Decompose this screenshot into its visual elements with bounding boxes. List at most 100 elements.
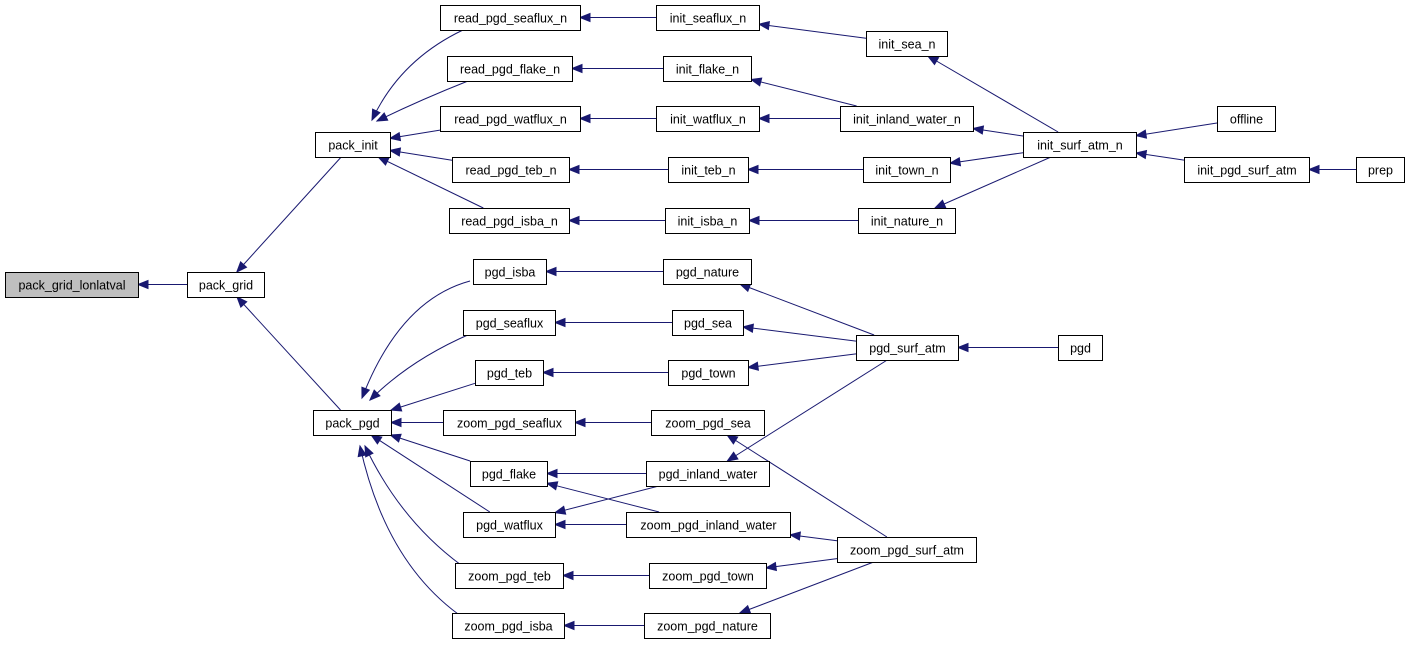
node-init-surf-atm-n[interactable]: init_surf_atm_n [1023,132,1137,158]
node-pack-init[interactable]: pack_init [315,132,391,158]
node-init-flake-n[interactable]: init_flake_n [663,56,752,82]
node-init-sea-n[interactable]: init_sea_n [866,31,948,57]
node-init-teb-n[interactable]: init_teb_n [668,157,749,183]
edge-pgd-isba-to-pack-pgd [361,280,471,400]
node-init-nature-n[interactable]: init_nature_n [858,208,956,234]
edge-read-pgd-seaflux-n-to-pack-init [371,29,464,122]
node-label: read_pgd_teb_n [465,164,556,178]
node-pgd-flake[interactable]: pgd_flake [470,461,548,487]
node-pgd-town[interactable]: pgd_town [668,360,749,386]
node-pgd-sea[interactable]: pgd_sea [672,310,744,336]
node-pgd-surf-atm[interactable]: pgd_surf_atm [856,335,959,361]
edge-pgd-flake-to-pack-pgd [389,433,471,462]
node-init-watflux-n[interactable]: init_watflux_n [656,106,760,132]
node-init-town-n[interactable]: init_town_n [863,157,951,183]
node-label: pgd_watflux [476,519,543,533]
edge-zoom-pgd-surf-atm-to-zoom-pgd-inland-water [788,531,838,542]
edge-pack-init-to-pack-grid [235,156,342,273]
edge-init-surf-atm-n-to-init-town-n [948,152,1024,167]
node-pgd-nature[interactable]: pgd_nature [663,259,752,285]
node-label: init_isba_n [678,215,738,229]
node-label: zoom_pgd_sea [665,417,751,431]
edge-pgd-watflux-to-pack-pgd [370,434,491,513]
edge-init-inland-water-n-to-init-flake-n [749,77,857,107]
edge-init-teb-n-to-read-pgd-teb-n [567,164,668,175]
node-pack-pgd[interactable]: pack_pgd [313,410,392,436]
node-label: zoom_pgd_town [662,570,754,584]
edge-init-sea-n-to-init-seaflux-n [757,20,867,39]
edge-zoom-pgd-teb-to-pack-pgd [364,444,462,566]
node-pgd-isba[interactable]: pgd_isba [473,259,547,285]
node-label: read_pgd_watflux_n [454,113,567,127]
edge-pgd-inland-water-to-pgd-watflux [553,485,659,515]
edge-init-nature-n-to-init-isba-n [747,215,858,226]
edge-pgd-nature-to-pgd-isba [544,266,663,277]
edge-zoom-pgd-surf-atm-to-zoom-pgd-nature [738,561,874,614]
node-offline[interactable]: offline [1217,106,1276,132]
edge-pgd-seaflux-to-pack-pgd [369,333,471,401]
edge-zoom-pgd-inland-water-to-pgd-watflux [553,519,626,530]
edge-init-surf-atm-n-to-init-inland-water-n [971,125,1024,137]
node-label: read_pgd_isba_n [461,215,558,229]
edge-init-flake-n-to-read-pgd-flake-n [570,63,663,74]
node-read-pgd-teb-n[interactable]: read_pgd_teb_n [452,157,570,183]
node-read-pgd-watflux-n[interactable]: read_pgd_watflux_n [440,106,581,132]
node-label: zoom_pgd_inland_water [640,519,776,533]
edge-pgd-surf-atm-to-pgd-inland-water [726,359,888,462]
node-label: pack_grid_lonlatval [18,279,125,293]
node-label: init_watflux_n [670,113,746,127]
node-init-isba-n[interactable]: init_isba_n [665,208,750,234]
node-pgd-watflux[interactable]: pgd_watflux [463,512,556,538]
node-label: pgd_town [681,367,735,381]
edge-init-pgd-surf-atm-to-init-surf-atm-n [1134,149,1185,161]
node-label: pgd_isba [485,266,536,280]
node-zoom-pgd-isba[interactable]: zoom_pgd_isba [452,613,565,639]
node-label: init_pgd_surf_atm [1197,164,1296,178]
node-zoom-pgd-surf-atm[interactable]: zoom_pgd_surf_atm [837,537,977,563]
edge-init-isba-n-to-read-pgd-isba-n [567,215,665,226]
node-prep[interactable]: prep [1356,157,1405,183]
node-label: pack_grid [199,279,253,293]
node-init-seaflux-n[interactable]: init_seaflux_n [656,5,760,31]
edge-init-inland-water-n-to-init-watflux-n [757,113,840,124]
node-label: read_pgd_flake_n [460,63,560,77]
edge-pgd-town-to-pgd-teb [541,367,668,378]
node-pgd-seaflux[interactable]: pgd_seaflux [463,310,556,336]
node-zoom-pgd-town[interactable]: zoom_pgd_town [649,563,767,589]
node-label: pgd_teb [487,367,532,381]
node-zoom-pgd-sea[interactable]: zoom_pgd_sea [651,410,765,436]
edge-zoom-pgd-sea-to-zoom-pgd-seaflux [573,417,651,428]
edge-init-watflux-n-to-read-pgd-watflux-n [578,113,656,124]
node-label: init_town_n [875,164,938,178]
edge-read-pgd-flake-n-to-pack-init [375,80,469,122]
edge-pgd-inland-water-to-pgd-flake [545,468,646,479]
node-pgd-inland-water[interactable]: pgd_inland_water [646,461,770,487]
node-label: zoom_pgd_seaflux [457,417,563,431]
node-pgd[interactable]: pgd [1058,335,1103,361]
node-init-pgd-surf-atm[interactable]: init_pgd_surf_atm [1184,157,1310,183]
node-read-pgd-isba-n[interactable]: read_pgd_isba_n [449,208,570,234]
edge-zoom-pgd-surf-atm-to-zoom-pgd-town [764,558,838,572]
node-label: offline [1230,113,1263,127]
node-pgd-teb[interactable]: pgd_teb [475,360,544,386]
node-pack-grid-lonlatval[interactable]: pack_grid_lonlatval [5,272,139,298]
edge-zoom-pgd-nature-to-zoom-pgd-isba [562,620,644,631]
node-label: zoom_pgd_isba [464,620,552,634]
node-zoom-pgd-nature[interactable]: zoom_pgd_nature [644,613,771,639]
node-label: pgd [1070,342,1091,356]
node-zoom-pgd-seaflux[interactable]: zoom_pgd_seaflux [443,410,576,436]
node-init-inland-water-n[interactable]: init_inland_water_n [840,106,974,132]
node-read-pgd-seaflux-n[interactable]: read_pgd_seaflux_n [440,5,581,31]
edge-offline-to-init-surf-atm-n [1134,122,1218,139]
node-label: zoom_pgd_surf_atm [850,544,964,558]
node-read-pgd-flake-n[interactable]: read_pgd_flake_n [447,56,573,82]
edge-pack-grid-to-pack-grid-lonlatval [136,279,187,290]
edge-read-pgd-watflux-n-to-pack-init [388,129,441,142]
node-zoom-pgd-inland-water[interactable]: zoom_pgd_inland_water [626,512,791,538]
node-zoom-pgd-teb[interactable]: zoom_pgd_teb [455,563,564,589]
node-label: zoom_pgd_teb [468,570,551,584]
edge-pgd-sea-to-pgd-seaflux [553,317,672,328]
node-label: pgd_nature [676,266,739,280]
node-pack-grid[interactable]: pack_grid [187,272,265,298]
